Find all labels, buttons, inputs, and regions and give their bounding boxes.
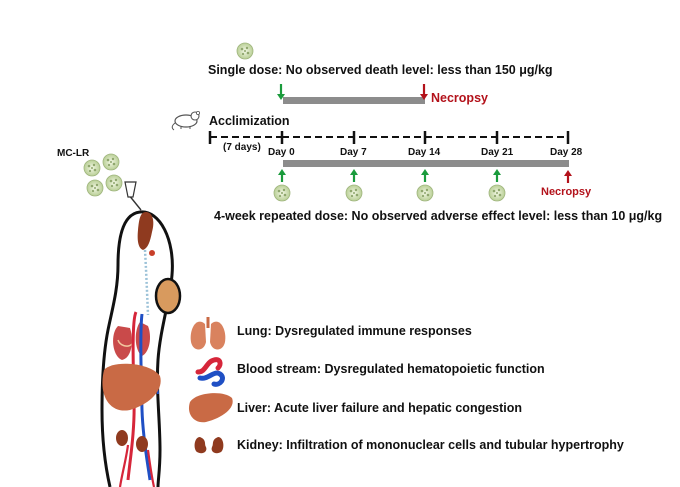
kidney-icon	[194, 437, 224, 454]
single-necropsy-arrow	[420, 84, 428, 100]
timeline-axis	[208, 131, 570, 144]
repeated-necropsy-arrow	[562, 168, 574, 185]
tick-day-14: Day 14	[408, 147, 441, 158]
blood-vessel-icon	[195, 357, 225, 387]
single-dose-arrow	[277, 84, 285, 100]
effect-blood-stream: Blood stream: Dysregulated hematopoietic…	[237, 362, 545, 376]
dose-arrow-day-21	[491, 167, 503, 184]
acclimization-label: Acclimization	[209, 114, 290, 128]
single-necropsy-label: Necropsy	[431, 91, 488, 105]
single-dose-bar	[283, 97, 425, 104]
repeated-necropsy-label: Necropsy	[541, 186, 592, 198]
mc-lr-cell-icon	[236, 42, 254, 60]
mc-lr-cell-icon	[83, 159, 101, 177]
dose-arrow-day-0	[276, 167, 288, 184]
mc-lr-cell-icon	[102, 153, 120, 171]
acclimization-duration: (7 days)	[223, 142, 261, 153]
mc-lr-cell-icon	[105, 174, 123, 192]
repeated-dose-bar	[283, 160, 569, 167]
mc-lr-cell-icon	[273, 184, 291, 202]
rat-illustration	[100, 210, 182, 487]
mc-lr-cell-icon	[86, 179, 104, 197]
tick-day-0: Day 0	[268, 147, 295, 158]
mc-lr-label: MC-LR	[57, 148, 90, 159]
repeated-dose-text: 4-week repeated dose: No observed advers…	[214, 209, 662, 223]
effect-lung: Lung: Dysregulated immune responses	[237, 324, 472, 338]
liver-icon	[188, 393, 233, 423]
tick-day-7: Day 7	[340, 147, 367, 158]
single-dose-text: Single dose: No observed death level: le…	[208, 63, 553, 77]
lungs-icon	[190, 317, 226, 350]
mc-lr-cell-icon	[488, 184, 506, 202]
effect-liver: Liver: Acute liver failure and hepatic c…	[237, 401, 522, 415]
dose-arrow-day-7	[348, 167, 360, 184]
tick-day-28: Day 28	[550, 147, 583, 158]
gavage-needle-icon	[124, 181, 142, 211]
mc-lr-cell-icon	[345, 184, 363, 202]
effect-kidney: Kidney: Infiltration of mononuclear cell…	[237, 438, 624, 452]
dose-arrow-day-14	[419, 167, 431, 184]
mouse-icon	[171, 111, 200, 131]
mc-lr-cell-icon	[416, 184, 434, 202]
tick-day-21: Day 21	[481, 147, 514, 158]
